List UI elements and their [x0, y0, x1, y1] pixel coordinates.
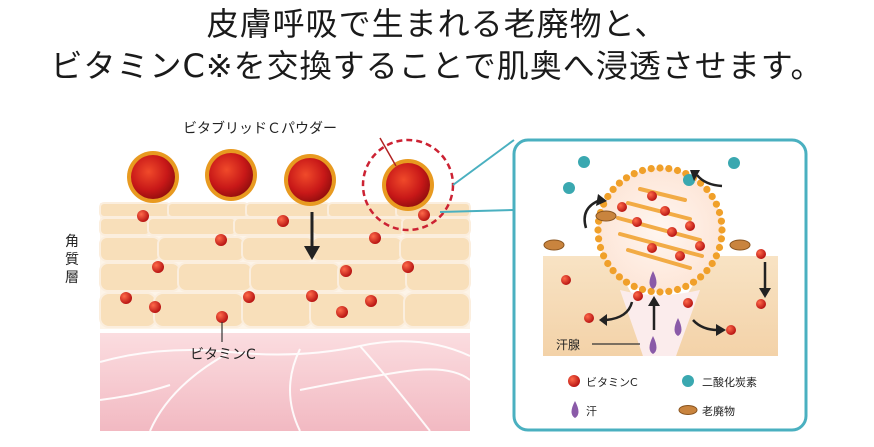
bubble-rim-dot	[708, 259, 716, 268]
bubble-rim-dot	[712, 252, 721, 260]
down-arrow-icon	[304, 212, 320, 260]
powder-label: ビタブリッドＣパウダー	[183, 121, 337, 137]
legend-vitamin-c: ビタミンC	[586, 376, 638, 389]
bubble-rim-dot	[615, 179, 624, 187]
bubble-rim-dot	[638, 285, 647, 294]
powder-label-pointer	[379, 137, 397, 167]
bubble-rim-dot	[638, 166, 647, 175]
vitamin-c-dots	[120, 209, 430, 323]
bubble-rim-dot	[609, 185, 617, 193]
waste-icon	[678, 405, 698, 415]
bubble-rim-dot	[630, 282, 638, 290]
vitamin-c-label: ビタミンC	[190, 347, 256, 363]
bubble-rim-dot	[715, 243, 724, 252]
bubble-rim-dot	[717, 217, 726, 225]
bubble-rim-dot	[604, 192, 612, 201]
bubble-rim-dot	[595, 235, 603, 243]
bubble-rim-dot	[594, 226, 602, 234]
vitamin-c-icon	[568, 375, 580, 387]
stratum-corneum-label-3: 層	[65, 270, 79, 286]
bubble-rim-dot	[596, 243, 605, 252]
bubble-rim-dot	[604, 259, 612, 268]
bubble-rim-dot	[656, 164, 664, 172]
stratum-corneum-label-2: 質	[65, 252, 79, 268]
bubble-rim-dot	[665, 287, 673, 295]
bubble-rim-dot	[703, 185, 711, 193]
bubble-rim-dot	[703, 267, 711, 275]
bubble-rim-dot	[673, 166, 682, 175]
skin-layers	[99, 202, 471, 432]
zoom-connector	[452, 139, 515, 186]
bubble-rim-dot	[682, 282, 690, 290]
bubble-rim-dot	[665, 165, 673, 173]
co2-icon	[682, 375, 694, 387]
headline-line-2: ビタミンC※を交換することで肌奥へ浸透させます。	[50, 47, 824, 85]
bubble-rim-dot	[622, 174, 631, 182]
stratum-corneum-label-1: 角	[65, 234, 79, 250]
bubble-rim-dot	[647, 287, 655, 295]
sweat-gland-label: 汗腺	[556, 338, 581, 352]
bubble-rim-dot	[673, 285, 682, 294]
headline-line-1: 皮膚呼吸で生まれる老廃物と、	[206, 5, 668, 43]
bubble-rim-dot	[615, 273, 624, 281]
bubble-rim-dot	[712, 200, 721, 208]
bubble-rim-dot	[717, 235, 726, 243]
bubble-rim-dot	[600, 252, 608, 260]
bubble-rim-dot	[708, 192, 716, 201]
bubble-rim-dot	[622, 278, 631, 286]
legend	[568, 375, 698, 418]
bubble-rim-dot	[715, 208, 724, 217]
legend-waste: 老廃物	[702, 405, 735, 418]
bubble-rim-dot	[609, 267, 617, 275]
bubble-rim-dot	[647, 165, 655, 173]
legend-sweat: 汗	[586, 405, 597, 418]
bubble-rim-dot	[689, 278, 698, 286]
powder-balls	[127, 149, 434, 211]
bubble-rim-dot	[656, 288, 664, 296]
zoom-panel	[512, 138, 808, 432]
bubble-rim-dot	[718, 226, 726, 234]
sweat-icon	[571, 401, 579, 418]
bubble-rim-dot	[697, 273, 705, 281]
legend-co2: 二酸化炭素	[702, 376, 757, 389]
bubble-rim-dot	[630, 170, 638, 178]
